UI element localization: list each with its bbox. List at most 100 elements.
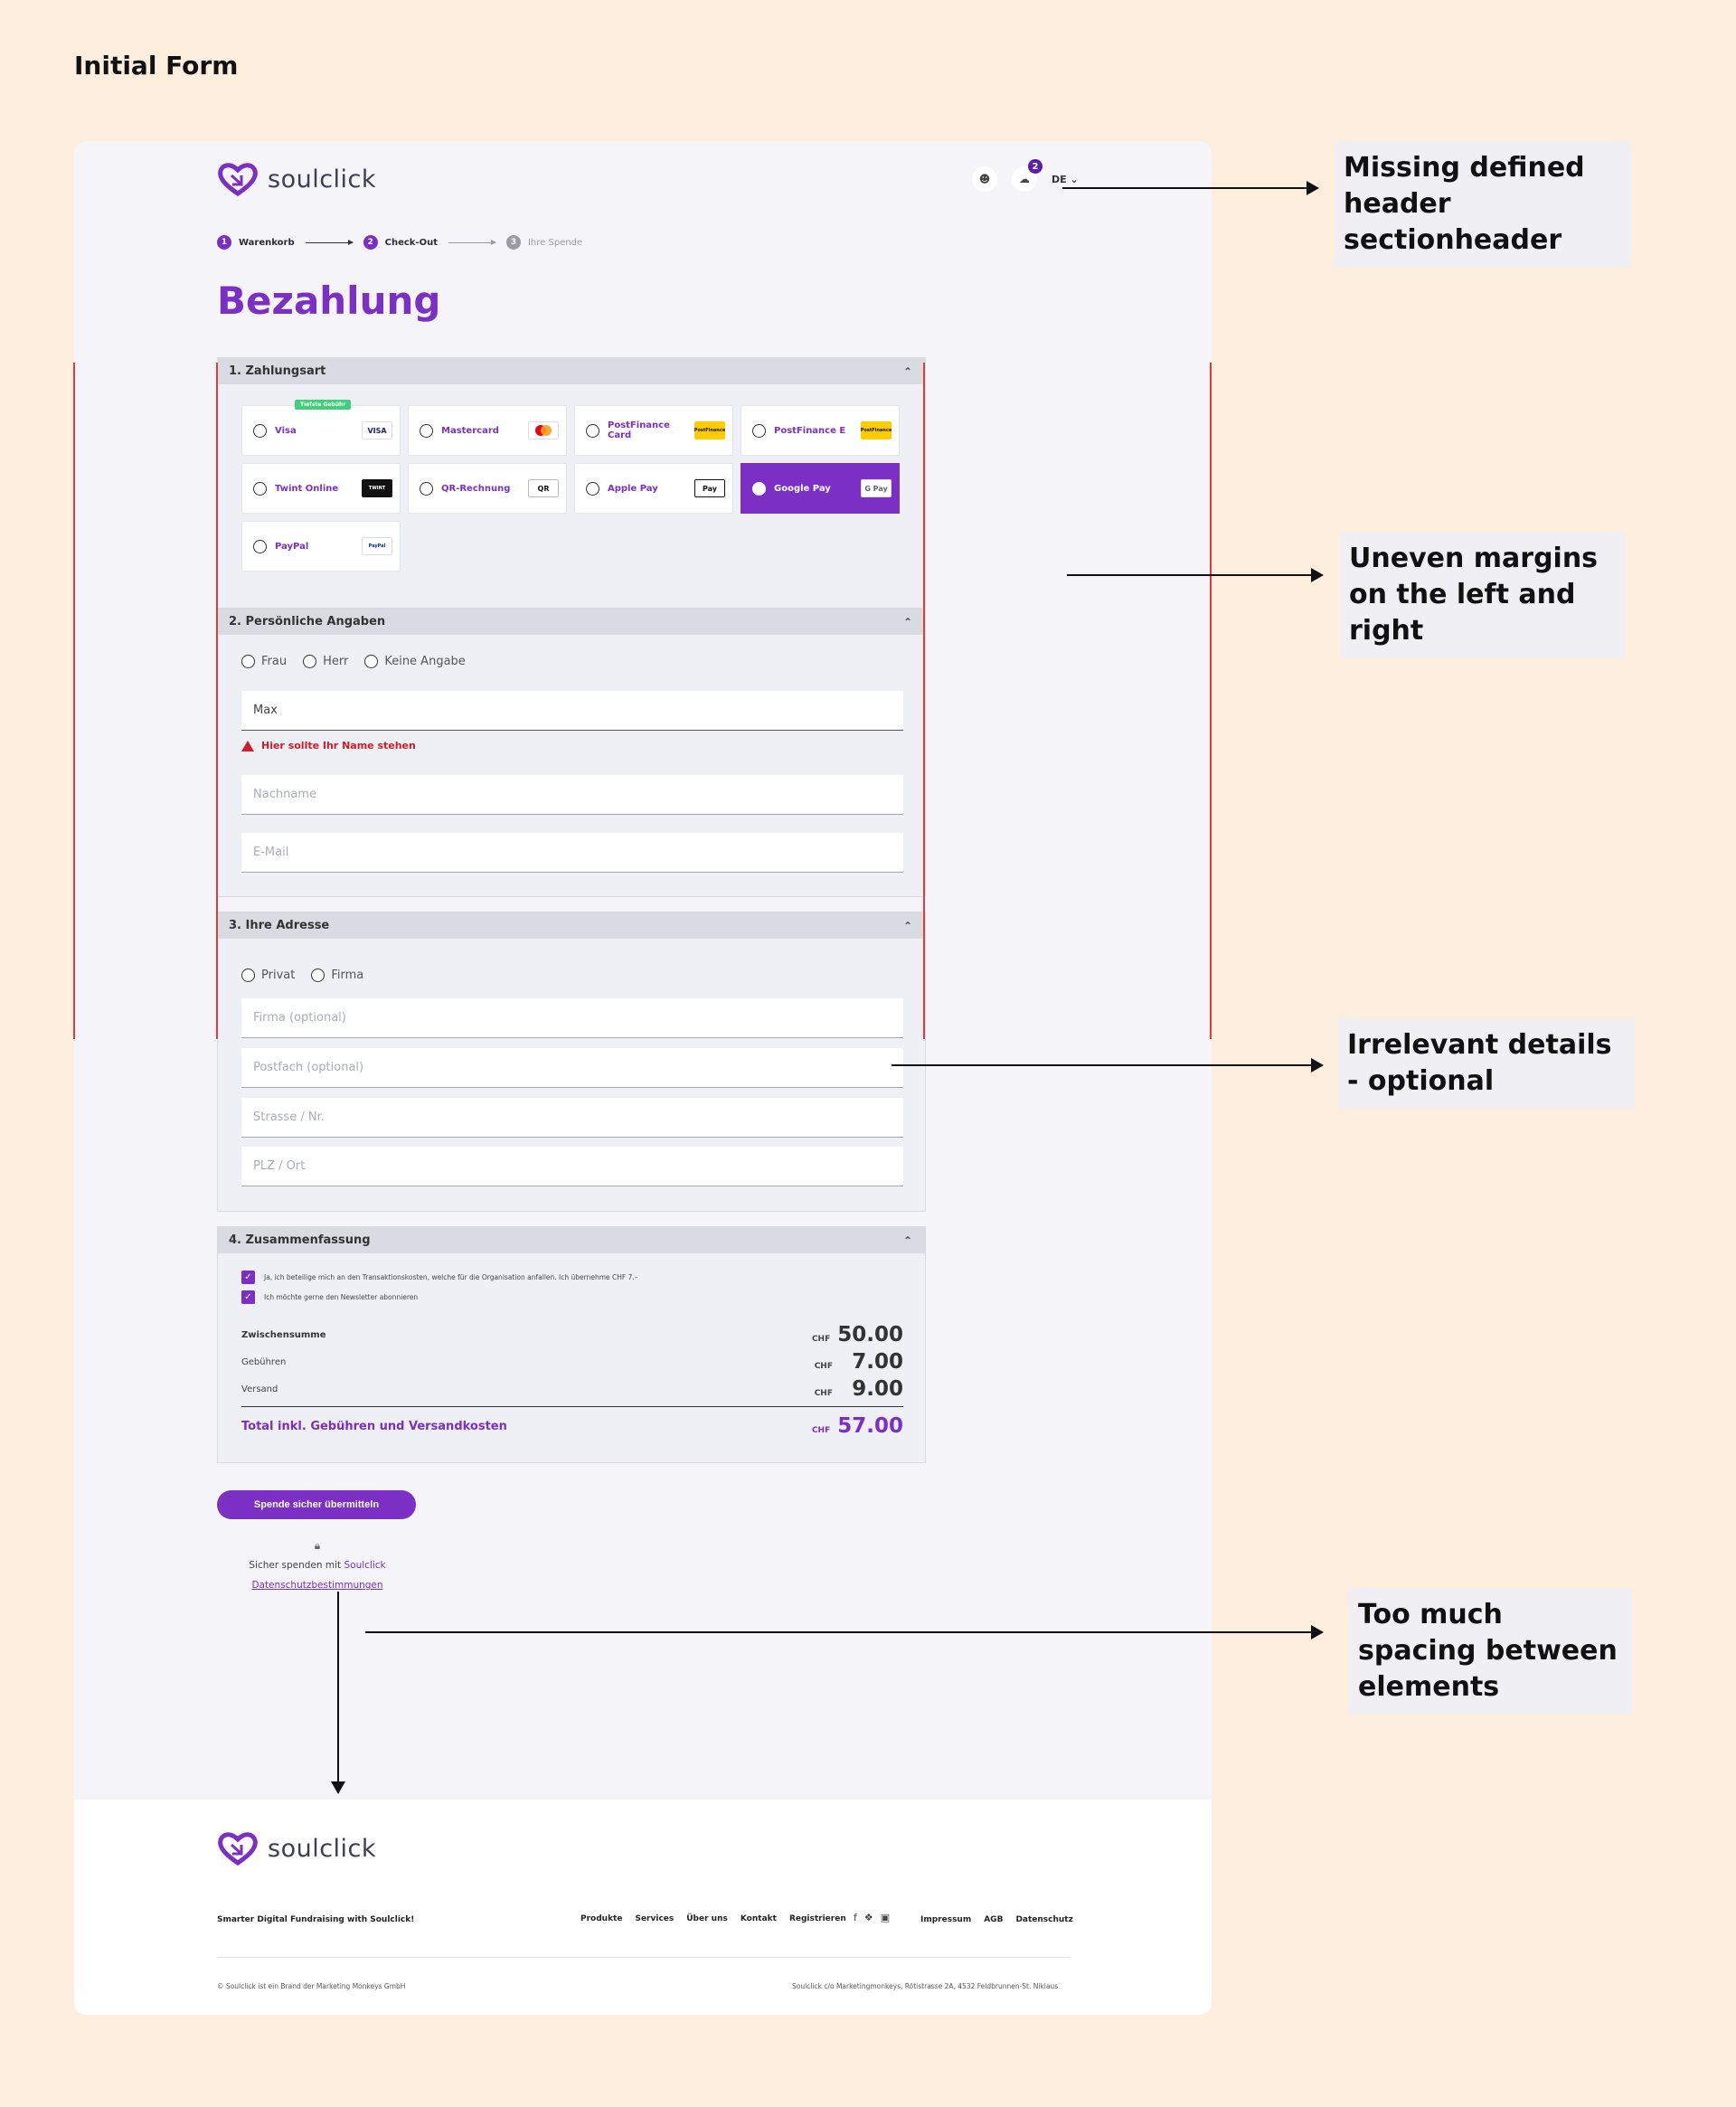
radio-herr[interactable]: Herr [303,655,348,668]
footer-link-ueber-uns[interactable]: Über uns [686,1914,728,1923]
radio-button[interactable] [253,481,267,496]
check-icon: ✓ [241,1271,255,1284]
footer-logo[interactable]: soulclick [217,1830,376,1866]
radio-button[interactable] [253,423,267,438]
footer-link-services[interactable]: Services [635,1914,675,1923]
summary-divider [241,1406,903,1407]
chevron-up-icon[interactable]: ⌃ [902,615,912,628]
newsletter-checkbox[interactable]: ✓Ich möchte gerne den Newsletter abonnie… [241,1290,418,1304]
linkedin-icon[interactable]: ▣ [880,1912,891,1923]
footer-link-kontakt[interactable]: Kontakt [740,1914,777,1923]
paypal-logo-icon: PayPal [362,537,392,555]
transaction-fee-checkbox[interactable]: ✓Ja, ich beteilige mich an den Transakti… [241,1271,638,1284]
section-header[interactable]: 2. Persönliche Angaben ⌃ [218,609,925,635]
payment-methods-grid: Tiefste Gebühr Visa VISA Mastercard Post… [241,400,900,572]
margin-guide-line [216,363,218,1039]
radio-button[interactable] [420,481,433,496]
footer-address: Soulclick c/o Marketingmonkeys, Rötistra… [792,1982,1059,1990]
section-title: 2. Persönliche Angaben [229,615,386,628]
payment-method-label: Google Pay [774,483,831,494]
radio-button[interactable] [586,423,599,438]
payment-method-apple-pay[interactable]: Apple Pay Pay [574,463,733,514]
facebook-icon[interactable]: f [854,1912,857,1923]
step-2-label[interactable]: Check-Out [384,237,438,248]
twitter-icon[interactable]: ❖ [863,1912,873,1923]
payment-method-paypal[interactable]: PayPal PayPal [241,521,401,572]
radio-frau[interactable]: Frau [241,655,287,668]
form-card: soulclick ☻ ☁ 2 DE ⌄ 1 Warenkorb 2 Check… [74,141,1212,2015]
qr-code-icon: QR [528,479,559,497]
cart-count-badge: 2 [1028,159,1043,174]
payment-method-visa[interactable]: Tiefste Gebühr Visa VISA [241,400,401,456]
section-address: 3. Ihre Adresse ⌃ Privat Firma Firma (op… [217,912,926,1212]
payment-method-postfinance-e[interactable]: PostFinance E PostFinance [741,405,900,456]
payment-method-mastercard[interactable]: Mastercard [408,405,567,456]
section-header[interactable]: 3. Ihre Adresse ⌃ [218,912,925,939]
payment-method-twint[interactable]: Twint Online TWINT [241,463,401,514]
submit-donation-button[interactable]: Spende sicher übermitteln [217,1490,416,1519]
radio-button[interactable] [420,423,433,438]
cart-icon[interactable]: ☁ 2 [1012,159,1043,192]
footer-link-produkte[interactable]: Produkte [580,1914,623,1923]
user-icon[interactable]: ☻ [972,166,997,192]
radio-keine-angabe[interactable]: Keine Angabe [364,655,466,668]
section-header[interactable]: 1. Zahlungsart ⌃ [218,358,925,384]
step-1-label[interactable]: Warenkorb [239,237,295,248]
privacy-link[interactable]: Datenschutzbestimmungen [251,1580,383,1591]
total-row: Total inkl. Gebühren und Versandkosten C… [241,1414,903,1438]
brand-logo[interactable]: soulclick [217,161,376,197]
soulclick-link[interactable]: Soulclick [344,1560,386,1571]
radio-button-selected[interactable] [752,481,766,496]
brand-name: soulclick [268,1834,377,1863]
footer-link-impressum[interactable]: Impressum [920,1915,972,1924]
margin-guide-line [73,363,75,1039]
payment-method-google-pay[interactable]: Google Pay G Pay [741,463,900,514]
annotation-note: Uneven margins on the left and right [1340,532,1626,658]
last-name-input[interactable]: Nachname [241,775,903,815]
step-3-number: 3 [505,235,521,250]
chevron-up-icon[interactable]: ⌃ [902,1233,912,1247]
language-select[interactable]: DE ⌄ [1052,173,1079,185]
header-icons: ☻ ☁ 2 DE ⌄ [972,159,1079,192]
radio-button[interactable] [586,481,599,496]
payment-method-qr-invoice[interactable]: QR-Rechnung QR [408,463,567,514]
chevron-up-icon[interactable]: ⌃ [902,364,912,378]
section-personal: 2. Persönliche Angaben ⌃ Frau Herr Keine… [217,608,926,897]
city-input[interactable]: PLZ / Ort [241,1147,903,1186]
section-title: 4. Zusammenfassung [229,1233,371,1247]
annotation-arrow [892,1058,1324,1072]
step-1-number: 1 [217,235,231,250]
radio-firma[interactable]: Firma [311,968,363,982]
arrow-right-icon [305,239,354,245]
page-title: Initial Form [74,51,239,80]
pobox-input[interactable]: Postfach (optional) [241,1048,903,1088]
section-header[interactable]: 4. Zusammenfassung ⌃ [218,1227,925,1253]
payment-method-label: PostFinance Card [608,420,670,440]
footer-link-registrieren[interactable]: Registrieren [788,1914,846,1923]
annotation-arrow [365,1625,1324,1639]
company-input[interactable]: Firma (optional) [241,998,903,1038]
step-3-label: Ihre Spende [527,237,583,248]
first-name-error: Hier sollte Ihr Name stehen [241,740,416,751]
payment-method-label: PayPal [275,541,309,552]
footer-legal: Impressum AGB Datenschutz [920,1915,1073,1924]
section-title: 3. Ihre Adresse [229,919,330,932]
radio-button[interactable] [253,539,267,553]
secure-info: 🔒︎ Sicher spenden mit Soulclick Datensch… [241,1535,394,1595]
email-input[interactable]: E-Mail [241,833,903,873]
radio-button[interactable] [752,423,766,438]
footer-link-agb[interactable]: AGB [984,1915,1004,1924]
payment-method-postfinance-card[interactable]: PostFinance Card PostFinance [574,405,733,456]
street-input[interactable]: Strasse / Nr. [241,1098,903,1138]
page-heading: Bezahlung [217,279,441,323]
first-name-input[interactable]: Max [241,691,903,731]
payment-method-label: Apple Pay [608,483,658,494]
radio-privat[interactable]: Privat [241,968,295,982]
footer-link-datenschutz[interactable]: Datenschutz [1015,1915,1073,1924]
salutation-radios: Frau Herr Keine Angabe [241,655,466,668]
check-icon: ✓ [241,1290,255,1304]
footer-nav: Produkte Services Über uns Kontakt Regis… [580,1914,846,1923]
chevron-up-icon[interactable]: ⌃ [902,919,912,932]
